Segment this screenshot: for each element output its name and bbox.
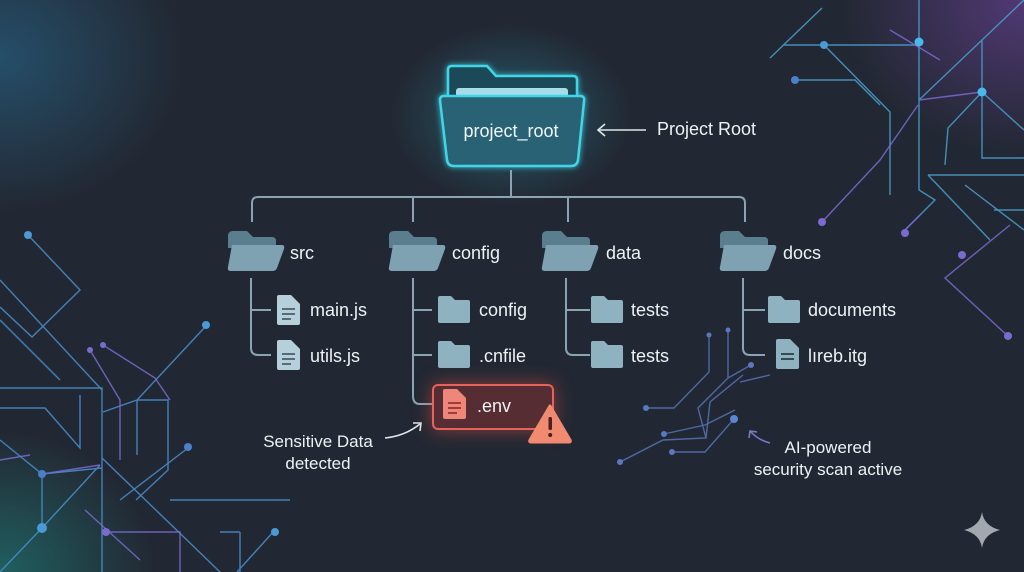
folder-label-src[interactable]: src	[290, 243, 314, 263]
circuit-nodes	[24, 37, 1012, 536]
file-icon-utils-js[interactable]	[277, 340, 300, 370]
file-label-main-js[interactable]: main.js	[310, 300, 368, 320]
folder-icon-data[interactable]	[541, 231, 599, 271]
circuit-scan	[619, 330, 771, 463]
root-folder-icon[interactable]	[438, 64, 586, 168]
folder-icon-config[interactable]	[388, 231, 446, 271]
folder-icon-src[interactable]	[227, 231, 285, 271]
folder-label-cnfile[interactable]: .cnfile	[479, 346, 527, 366]
folder-icon-cnfile[interactable]	[438, 341, 470, 368]
scan-arrow-icon	[749, 430, 771, 444]
folder-icon-documents[interactable]	[768, 296, 800, 323]
folder-label-tests-2[interactable]: tests	[631, 346, 670, 366]
circuit-bottom-left	[0, 234, 290, 572]
file-icon-main-js[interactable]	[277, 295, 300, 325]
folder-icon-tests-1[interactable]	[591, 296, 623, 323]
folder-icon-config-sub[interactable]	[438, 296, 470, 323]
file-icon-lreb-itg[interactable]	[776, 339, 799, 369]
folder-icon-tests-2[interactable]	[591, 341, 623, 368]
tree-lines	[250, 170, 765, 405]
folder-icon-docs[interactable]	[719, 231, 777, 271]
folder-label-docs[interactable]: docs	[783, 243, 822, 263]
root-folder-label: project_root	[463, 121, 559, 141]
scan-line-1: AI-powered	[784, 438, 872, 457]
security-scan-annotation: AI-powered security scan active	[740, 437, 916, 481]
file-label-utils-js[interactable]: utils.js	[310, 346, 361, 366]
folder-label-tests-1[interactable]: tests	[631, 300, 670, 320]
sensitive-line-1: Sensitive Data	[263, 432, 373, 451]
root-arrow-icon	[596, 123, 646, 137]
file-label-lreb-itg[interactable]: lıreb.itg	[808, 346, 868, 366]
root-annotation: Project Root	[657, 119, 757, 139]
file-label-env[interactable]: .env	[477, 396, 512, 416]
folder-label-config[interactable]: config	[452, 243, 501, 263]
folder-label-documents[interactable]: documents	[808, 300, 897, 320]
sensitive-line-2: detected	[285, 454, 351, 473]
circuit-top-right-purple	[821, 29, 1011, 339]
scan-line-2: security scan active	[753, 460, 903, 479]
circuit-bottom-left-purple	[0, 344, 181, 572]
folder-label-config-sub[interactable]: config	[479, 300, 528, 320]
sensitive-arrow-icon	[384, 423, 421, 439]
circuit-top-right	[769, 0, 1024, 241]
sensitive-data-annotation: Sensitive Data detected	[252, 431, 384, 475]
folder-label-data[interactable]: data	[606, 243, 642, 263]
